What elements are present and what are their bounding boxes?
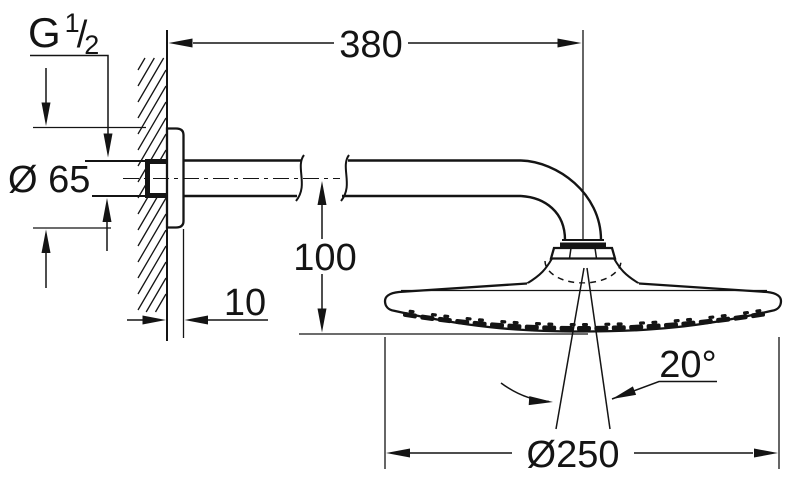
nozzle-cluster bbox=[402, 309, 418, 319]
arrow-10-left-icon bbox=[142, 315, 166, 325]
hex-nut bbox=[549, 246, 617, 260]
hatch-stroke bbox=[137, 101, 167, 151]
pipe-od-arrow-icon bbox=[102, 198, 112, 222]
shower-arm bbox=[184, 154, 603, 241]
nozzle-cluster bbox=[646, 320, 661, 330]
dome-right bbox=[613, 258, 640, 285]
hatch-stroke bbox=[137, 133, 167, 183]
arrow-100-top-icon bbox=[317, 181, 327, 205]
nozzle-cluster bbox=[698, 315, 715, 325]
nozzle-cluster bbox=[611, 322, 626, 331]
spray-angle-line-left bbox=[555, 267, 585, 430]
arrow-100-bottom-icon bbox=[317, 308, 327, 333]
hatch-stroke bbox=[137, 85, 167, 135]
hex-facet-left bbox=[568, 247, 572, 259]
angle-arrow-left-icon bbox=[528, 396, 553, 406]
arrow-10-right-icon bbox=[184, 315, 208, 325]
hatch-stroke bbox=[137, 117, 167, 167]
dimension-head-diameter: Ø250 bbox=[384, 337, 780, 476]
ball-joint-hidden-arc bbox=[544, 260, 622, 284]
nozzle-cluster bbox=[663, 319, 680, 328]
hatch-stroke bbox=[137, 57, 146, 71]
angle-label: 20° bbox=[659, 344, 716, 386]
nozzle-cluster bbox=[716, 314, 731, 323]
nozzle-cluster bbox=[524, 322, 541, 331]
arrow-380-right-icon bbox=[557, 38, 582, 48]
hatch-stroke bbox=[137, 261, 167, 311]
dimension-flange-diameter: Ø 65 bbox=[8, 68, 146, 288]
nozzle-cluster bbox=[681, 317, 696, 327]
nozzle-cluster bbox=[733, 310, 749, 321]
dim-250-label: Ø250 bbox=[527, 434, 620, 476]
arrow-250-right-icon bbox=[754, 448, 778, 458]
nozzle-cluster bbox=[594, 322, 611, 331]
arrow-65-bottom-icon bbox=[41, 229, 51, 253]
nozzle-cluster bbox=[420, 312, 437, 321]
pipe-break-right-icon bbox=[340, 154, 350, 202]
nozzle-cluster bbox=[542, 322, 557, 331]
connector-nut bbox=[549, 239, 617, 260]
head-silhouette bbox=[383, 282, 783, 333]
elbow-outer bbox=[520, 159, 603, 241]
nut-band bbox=[560, 242, 606, 248]
dim-10-label: 10 bbox=[224, 282, 266, 324]
shower-head bbox=[383, 282, 783, 333]
spray-angle-line-right bbox=[586, 267, 611, 430]
dome-left bbox=[526, 258, 553, 285]
hatch-stroke bbox=[154, 293, 167, 313]
dimension-drop-height: 100 bbox=[293, 181, 588, 335]
hex-facet-right bbox=[594, 247, 598, 259]
pipe-break-left-icon bbox=[295, 154, 305, 202]
hatch-stroke bbox=[137, 213, 167, 263]
nozzle-cluster bbox=[576, 322, 592, 332]
angle-arrow-right-icon bbox=[612, 386, 637, 399]
hatch-stroke bbox=[145, 277, 167, 313]
nozzle-cluster bbox=[489, 320, 507, 329]
hatch-stroke bbox=[137, 197, 167, 247]
thread-leader-arrow-icon bbox=[103, 133, 113, 158]
nozzle-cluster bbox=[472, 318, 487, 327]
hatch-stroke bbox=[137, 69, 167, 119]
nozzle-cluster bbox=[507, 320, 522, 330]
dim-380-label: 380 bbox=[339, 24, 402, 66]
nozzle-cluster bbox=[455, 317, 472, 326]
hatch-stroke bbox=[137, 229, 167, 279]
hatch-stroke bbox=[137, 245, 167, 295]
angle-leader-left bbox=[500, 382, 550, 403]
elbow-inner bbox=[520, 194, 567, 241]
nozzle-cluster bbox=[437, 314, 452, 324]
ball-joint-dome bbox=[526, 258, 640, 285]
dimension-wall-clearance: 10 bbox=[127, 229, 268, 338]
dim-100-label: 100 bbox=[293, 237, 356, 279]
dim-65-label: Ø 65 bbox=[8, 159, 90, 201]
hatch-stroke bbox=[137, 57, 165, 103]
nozzle-cluster bbox=[750, 309, 766, 319]
arrow-250-left-icon bbox=[386, 448, 410, 458]
arrow-380-left-icon bbox=[168, 38, 193, 48]
nozzle-cluster bbox=[629, 321, 646, 330]
arrow-65-top-icon bbox=[41, 102, 51, 126]
nozzle-row bbox=[402, 309, 766, 332]
dimension-arm-length: 380 bbox=[168, 24, 584, 240]
hatch-stroke bbox=[137, 57, 155, 87]
annotation-spray-angle: 20° bbox=[500, 267, 717, 430]
thread-leader-line bbox=[30, 54, 109, 136]
